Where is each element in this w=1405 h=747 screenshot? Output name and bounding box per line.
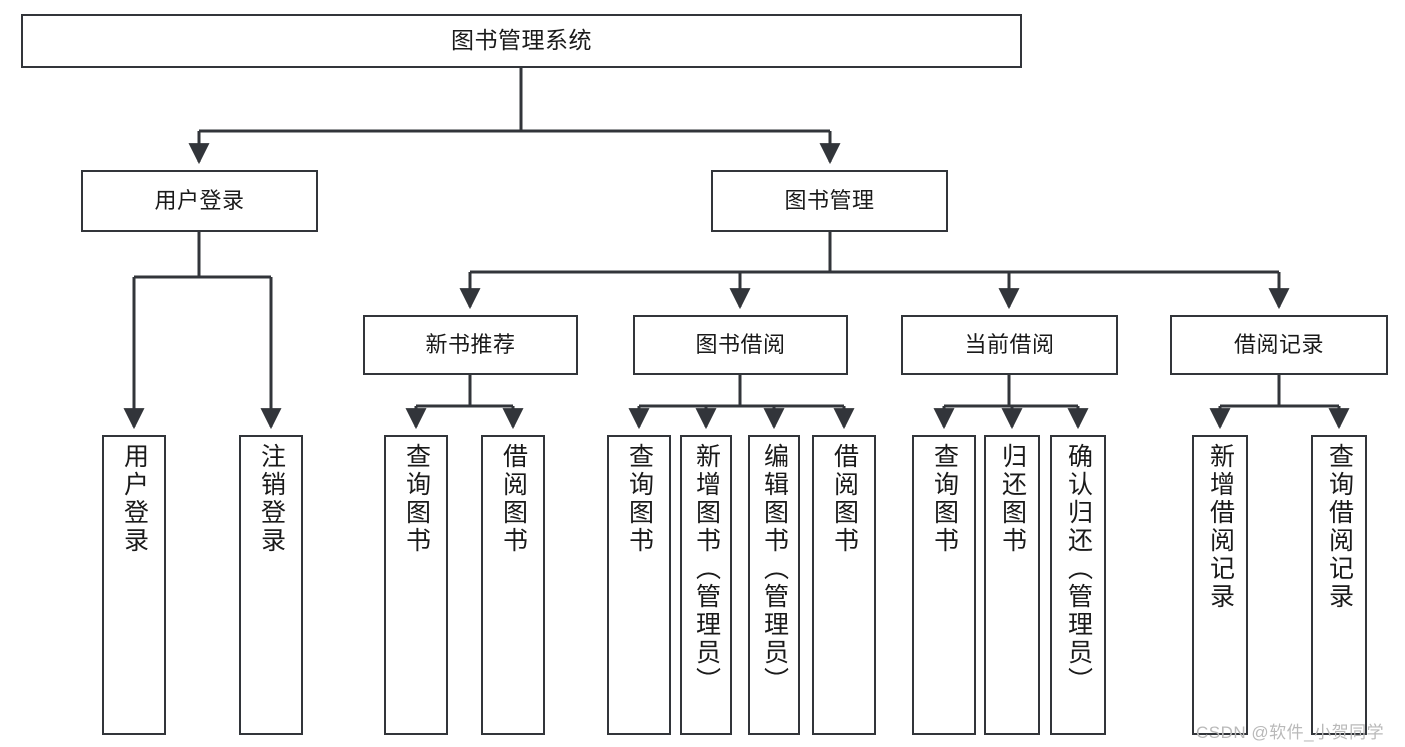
- node-current-borrow-label: 当前借阅: [964, 331, 1055, 357]
- node-leaf-query-book-cur[interactable]: 查询图书: [912, 435, 976, 735]
- node-leaf-borrow-book-label: 借阅图书: [830, 443, 859, 555]
- node-user-login[interactable]: 用户登录: [81, 170, 318, 232]
- node-leaf-add-book-label: 新增图书（管理员）: [692, 443, 721, 695]
- node-leaf-return-book[interactable]: 归还图书: [984, 435, 1040, 735]
- node-new-book-rec-label: 新书推荐: [425, 331, 516, 357]
- node-new-book-rec[interactable]: 新书推荐: [363, 315, 578, 375]
- node-leaf-return-book-label: 归还图书: [998, 443, 1027, 555]
- node-leaf-query-book-rec[interactable]: 查询图书: [384, 435, 448, 735]
- node-leaf-logout-label: 注销登录: [257, 443, 286, 555]
- node-leaf-query-book-rec-label: 查询图书: [402, 443, 431, 555]
- node-borrow-record[interactable]: 借阅记录: [1170, 315, 1388, 375]
- node-leaf-query-book-label: 查询图书: [625, 443, 654, 555]
- node-book-borrow-label: 图书借阅: [695, 331, 786, 357]
- node-root-label: 图书管理系统: [451, 27, 592, 54]
- node-leaf-query-book[interactable]: 查询图书: [607, 435, 671, 735]
- watermark: CSDN @软件_小贺同学: [1196, 723, 1385, 742]
- node-user-login-label: 用户登录: [154, 187, 245, 213]
- node-leaf-confirm-return-label: 确认归还（管理员）: [1064, 443, 1093, 695]
- node-leaf-logout[interactable]: 注销登录: [239, 435, 303, 735]
- node-leaf-edit-book-label: 编辑图书（管理员）: [760, 443, 789, 695]
- node-borrow-record-label: 借阅记录: [1233, 331, 1324, 357]
- node-leaf-borrow-book[interactable]: 借阅图书: [812, 435, 876, 735]
- node-leaf-user-login[interactable]: 用户登录: [102, 435, 166, 735]
- node-leaf-add-book[interactable]: 新增图书（管理员）: [680, 435, 732, 735]
- node-book-manage-label: 图书管理: [784, 187, 875, 213]
- node-leaf-add-record-label: 新增借阅记录: [1206, 443, 1235, 611]
- node-leaf-confirm-return[interactable]: 确认归还（管理员）: [1050, 435, 1106, 735]
- node-current-borrow[interactable]: 当前借阅: [901, 315, 1118, 375]
- node-leaf-borrow-book-rec-label: 借阅图书: [499, 443, 528, 555]
- node-leaf-query-record[interactable]: 查询借阅记录: [1311, 435, 1367, 735]
- node-leaf-user-login-label: 用户登录: [120, 443, 149, 555]
- node-book-borrow[interactable]: 图书借阅: [633, 315, 848, 375]
- node-book-manage[interactable]: 图书管理: [711, 170, 948, 232]
- node-root[interactable]: 图书管理系统: [21, 14, 1022, 68]
- node-leaf-add-record[interactable]: 新增借阅记录: [1192, 435, 1248, 735]
- node-leaf-borrow-book-rec[interactable]: 借阅图书: [481, 435, 545, 735]
- node-leaf-query-book-cur-label: 查询图书: [930, 443, 959, 555]
- node-leaf-edit-book[interactable]: 编辑图书（管理员）: [748, 435, 800, 735]
- node-leaf-query-record-label: 查询借阅记录: [1325, 443, 1354, 611]
